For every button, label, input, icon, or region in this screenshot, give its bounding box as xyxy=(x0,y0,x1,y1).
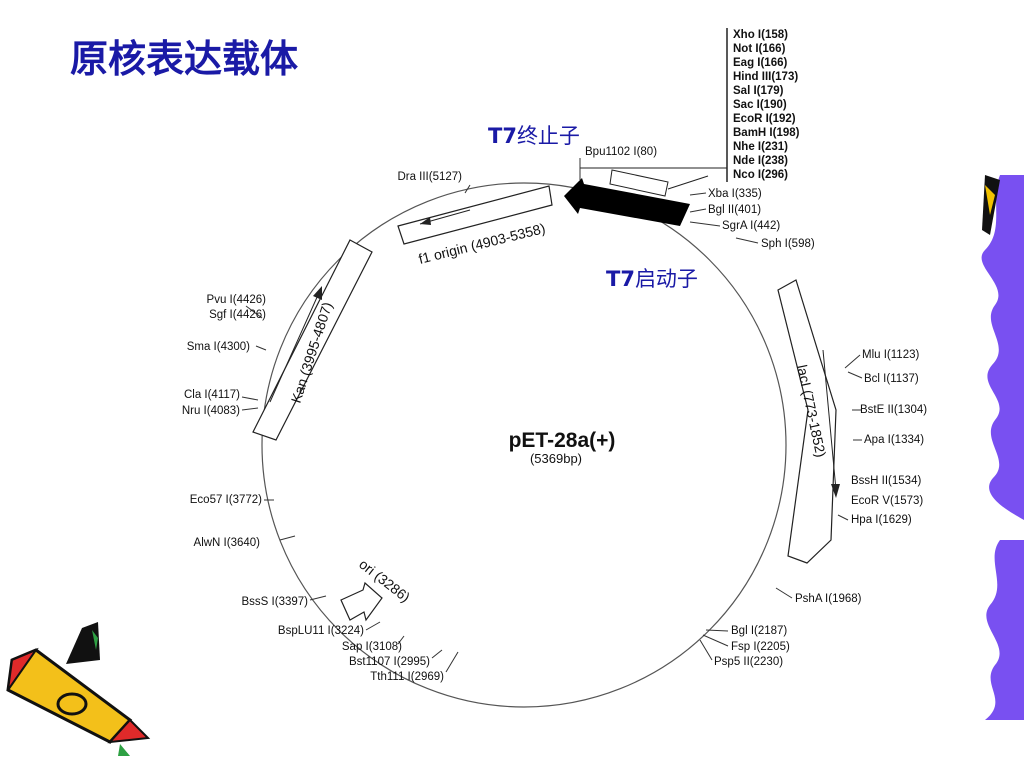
mcs-site: Sac I(190) xyxy=(733,99,787,111)
site-sgf: Sgf I(4426) xyxy=(209,309,266,321)
site-alwn: AlwN I(3640) xyxy=(194,537,261,549)
plasmid-size: (5369bp) xyxy=(530,451,582,466)
ori-feature xyxy=(340,581,383,622)
mcs-site: BamH I(198) xyxy=(733,127,800,139)
site-fsp: Fsp I(2205) xyxy=(731,641,790,653)
site-xba: Xba I(335) xyxy=(708,188,762,200)
site-bsss: BssS I(3397) xyxy=(242,596,309,608)
slide-title: 原核表达载体 xyxy=(70,37,298,81)
site-bgl2: Bgl II(401) xyxy=(708,204,761,216)
site-sma: Sma I(4300) xyxy=(187,341,250,353)
site-bcl: Bcl I(1137) xyxy=(864,373,919,385)
site-nru: Nru I(4083) xyxy=(182,405,240,417)
mcs-site: Not I(166) xyxy=(733,43,786,55)
site-tth111: Tth111 I(2969) xyxy=(370,671,444,683)
site-sgra: SgrA I(442) xyxy=(722,220,780,232)
mcs-site: Hind III(173) xyxy=(733,71,798,83)
site-bsplu11: BspLU11 I(3224) xyxy=(278,625,364,637)
t7-terminator-annotation: T7终止子 xyxy=(488,124,580,148)
site-bgl1: Bgl I(2187) xyxy=(731,625,787,637)
restriction-site-labels xyxy=(241,158,863,673)
mcs-site: Nde I(238) xyxy=(733,155,788,167)
site-pvu: Pvu I(4426) xyxy=(207,294,267,306)
f1-origin-feature xyxy=(397,185,553,245)
site-sap: Sap I(3108) xyxy=(342,641,402,653)
t7-promoter-annotation: T7启动子 xyxy=(606,267,698,291)
site-bpu1102: Bpu1102 I(80) xyxy=(585,146,657,158)
mcs-site: Sal I(179) xyxy=(733,85,784,97)
decorative-border-wave xyxy=(981,175,1024,720)
mcs-site-list: Xho I(158) Not I(166) Eag I(166) Hind II… xyxy=(733,29,800,181)
plasmid-name: pET-28a(+) xyxy=(509,429,616,452)
mcs-site: EcoR I(192) xyxy=(733,113,796,125)
site-sph: Sph I(598) xyxy=(761,238,815,250)
site-eco57: Eco57 I(3772) xyxy=(190,494,262,506)
site-bssh: BssH II(1534) xyxy=(851,475,921,487)
t7-promoter-feature xyxy=(564,178,690,226)
site-dra3: Dra III(5127) xyxy=(397,171,462,183)
mcs-site: Nhe I(231) xyxy=(733,141,788,153)
site-bst1107: Bst1107 I(2995) xyxy=(349,656,430,668)
mcs-site: Nco I(296) xyxy=(733,169,788,181)
site-psha: PshA I(1968) xyxy=(795,593,862,605)
site-ecorv: EcoR V(1573) xyxy=(851,495,923,507)
site-hpa: Hpa I(1629) xyxy=(851,514,912,526)
site-bste: BstE II(1304) xyxy=(860,404,927,416)
site-mlu: Mlu I(1123) xyxy=(862,349,919,361)
site-cla: Cla I(4117) xyxy=(184,389,240,401)
site-apa: Apa I(1334) xyxy=(864,434,924,446)
mcs-site: Xho I(158) xyxy=(733,29,788,41)
mcs-site: Eag I(166) xyxy=(733,57,787,69)
laci-feature xyxy=(777,279,837,564)
pencil-decoration xyxy=(6,622,151,756)
plasmid-backbone xyxy=(261,182,787,708)
site-psp5: Psp5 II(2230) xyxy=(714,656,783,668)
